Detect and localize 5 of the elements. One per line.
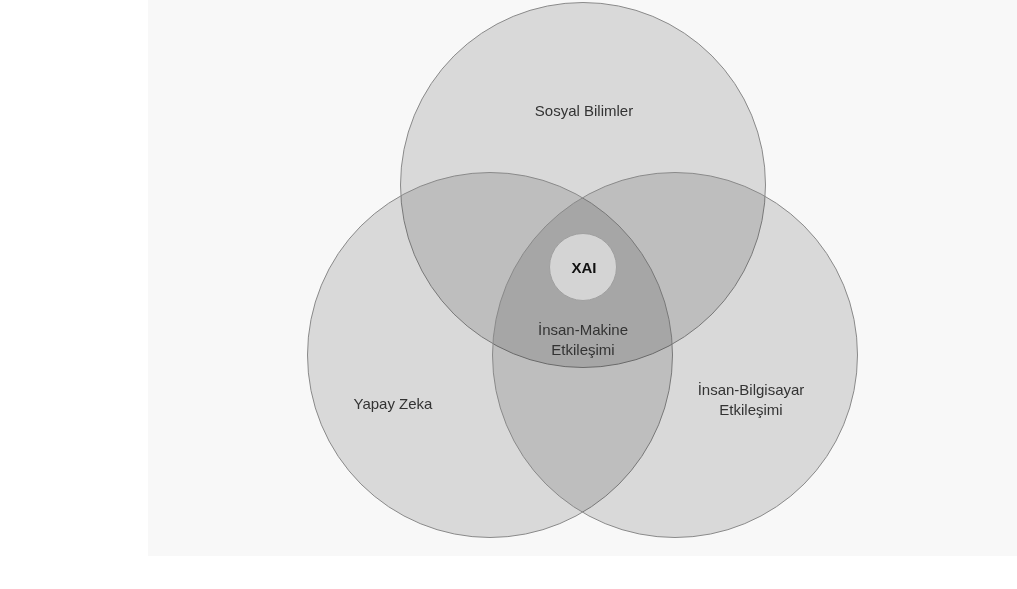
circle-label: XAI [570,258,598,278]
circle-label: Yapay Zeka [352,394,434,414]
circle-label: Sosyal Bilimler [533,101,635,121]
circle-label: İnsan-Bilgisayar Etkileşimi [696,380,806,420]
intersection-label: İnsan-Makine Etkileşimi [536,320,629,360]
